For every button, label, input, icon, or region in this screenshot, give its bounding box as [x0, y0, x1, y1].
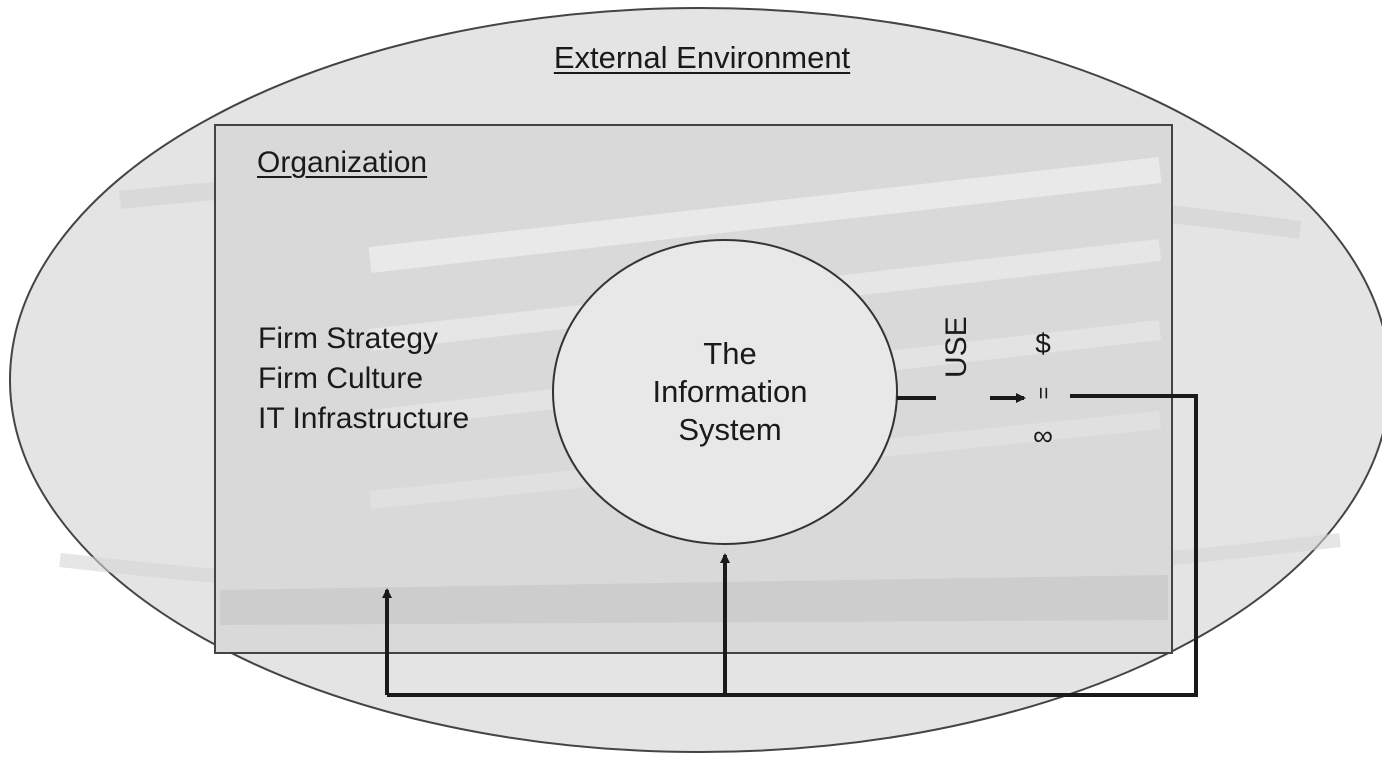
information-system-circle — [552, 239, 898, 545]
outcome-dollar: $ — [1035, 328, 1051, 359]
information-system-line: Information — [652, 374, 808, 409]
building-stripe — [368, 157, 1162, 273]
factor-firm-strategy: Firm Strategy — [258, 322, 439, 355]
information-system-line: The — [703, 336, 757, 371]
information-system-label: The Information System — [605, 335, 855, 449]
information-system-line: System — [678, 412, 782, 447]
ground-strip — [220, 575, 1168, 625]
outcome-infinity: ∞ — [1033, 420, 1053, 451]
use-label: USE — [940, 316, 973, 378]
organization-title: Organization — [257, 146, 428, 179]
external-environment-title: External Environment — [553, 40, 851, 75]
feedback-loop — [387, 394, 1198, 697]
factor-firm-culture: Firm Culture — [258, 362, 424, 395]
factor-it-infrastructure: IT Infrastructure — [258, 402, 470, 435]
outcome-equals: = — [1031, 386, 1056, 400]
